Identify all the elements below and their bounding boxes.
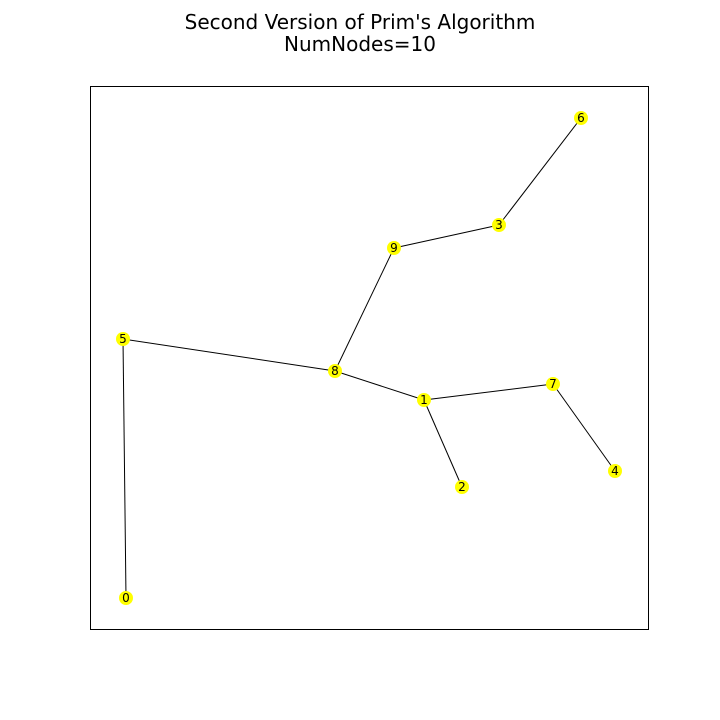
- node-circle-7: [546, 377, 560, 391]
- node-circle-5: [116, 332, 130, 346]
- node-7: 7: [546, 377, 560, 391]
- node-label-8: 8: [331, 364, 339, 378]
- node-label-7: 7: [549, 377, 557, 391]
- node-8: 8: [328, 364, 342, 378]
- node-label-2: 2: [458, 480, 466, 494]
- node-1: 1: [417, 393, 431, 407]
- node-label-1: 1: [420, 393, 428, 407]
- node-label-4: 4: [611, 464, 619, 478]
- node-circle-0: [119, 591, 133, 605]
- figure-title-line2: NumNodes=10: [284, 32, 436, 56]
- node-label-6: 6: [577, 111, 585, 125]
- node-label-3: 3: [495, 218, 503, 232]
- node-6: 6: [574, 111, 588, 125]
- edge-8-9: [334, 247, 395, 372]
- edges-layer: [122, 117, 616, 599]
- node-9: 9: [387, 241, 401, 255]
- node-label-5: 5: [119, 332, 127, 346]
- edge-5-8: [122, 338, 336, 372]
- edge-9-3: [393, 224, 500, 249]
- edge-7-4: [552, 383, 616, 472]
- figure-title-line1: Second Version of Prim's Algorithm: [185, 10, 536, 34]
- plot-frame: [90, 86, 649, 630]
- node-circle-3: [492, 218, 506, 232]
- edge-0-5: [122, 338, 127, 599]
- node-label-0: 0: [122, 591, 130, 605]
- node-3: 3: [492, 218, 506, 232]
- node-label-9: 9: [390, 241, 398, 255]
- edge-8-1: [334, 370, 425, 401]
- node-5: 5: [116, 332, 130, 346]
- node-circle-2: [455, 480, 469, 494]
- node-circle-8: [328, 364, 342, 378]
- edge-1-7: [423, 383, 554, 401]
- nodes-layer: 0 1 2 3 4 5 6 7 8 9: [116, 111, 622, 605]
- node-2: 2: [455, 480, 469, 494]
- node-circle-9: [387, 241, 401, 255]
- node-circle-6: [574, 111, 588, 125]
- edge-3-6: [498, 117, 582, 226]
- edge-1-2: [423, 399, 463, 488]
- node-circle-1: [417, 393, 431, 407]
- node-circle-4: [608, 464, 622, 478]
- node-4: 4: [608, 464, 622, 478]
- node-0: 0: [119, 591, 133, 605]
